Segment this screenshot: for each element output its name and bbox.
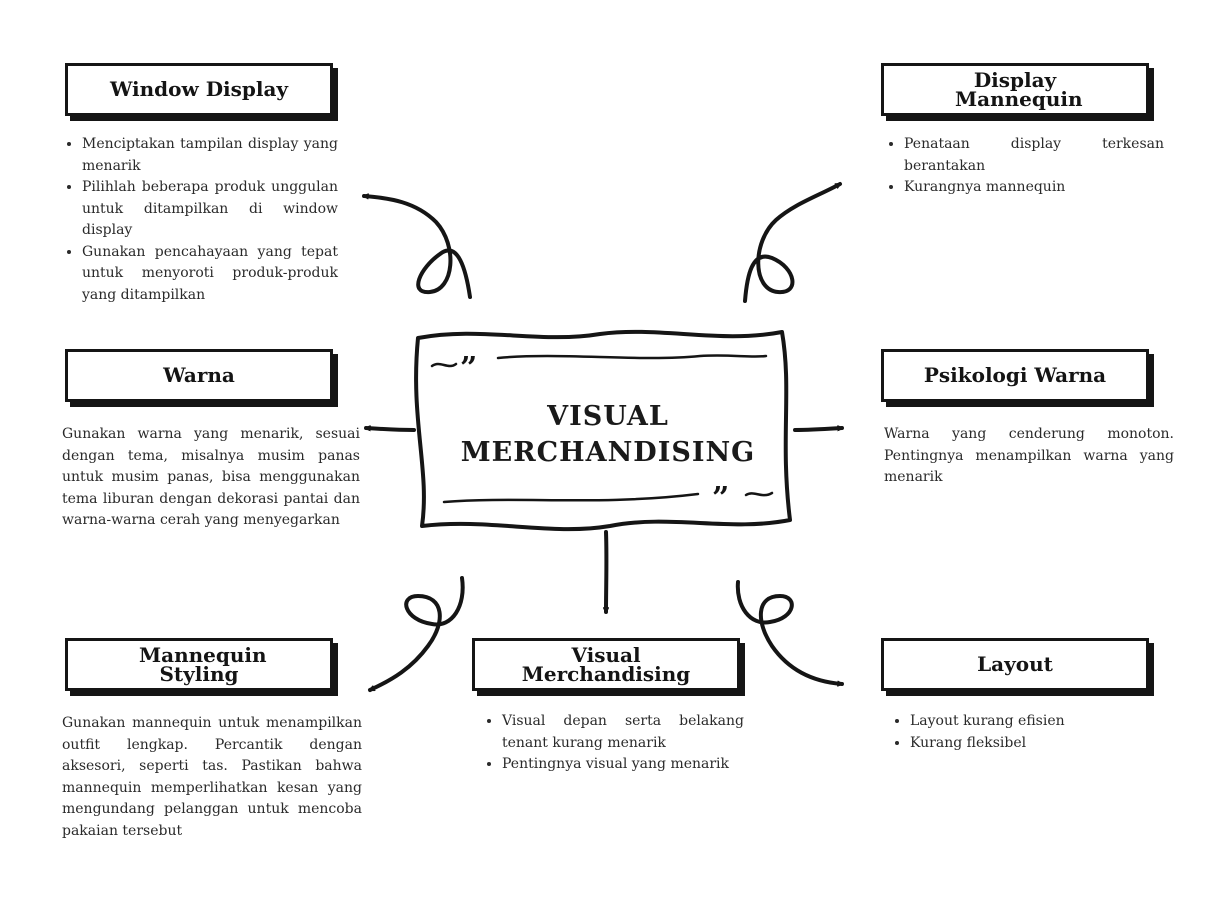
layout-item: Layout kurang efisien [910,711,1160,733]
visual-merchandising-title: Visual Merchandising [521,642,691,686]
layout-title: Layout [977,652,1053,676]
arrow-to-display-mannequin [743,182,842,303]
layout-item: Kurang fleksibel [910,733,1160,755]
mannequin-styling-label: Mannequin Styling [65,638,333,691]
warna-text: Gunakan warna yang menarik, sesuai denga… [62,426,360,528]
display-mannequin-item: Penataan display terkesan berantakan [904,134,1164,177]
display-mannequin-list: Penataan display terkesan berantakan Kur… [884,134,1164,199]
visual-merchandising-item: Pentingnya visual yang menarik [502,754,744,776]
window-display-item: Gunakan pencahayaan yang tepat untuk men… [82,242,338,307]
arrow-to-mannequin-styling [368,576,465,692]
window-display-item: Pilihlah beberapa produk unggulan untuk … [82,177,338,242]
frame-top-line [496,354,768,360]
arrow-to-psikologi-warna [793,428,844,432]
layout-list: Layout kurang efisien Kurang fleksibel [890,711,1160,754]
psikologi-warna-title: Psikologi Warna [923,363,1107,387]
display-mannequin-title: Display Mannequin [955,67,1083,111]
frame-bottom-line-right [744,491,774,497]
arrow-to-warna [364,428,416,432]
visual-merchandising-list: Visual depan serta belakang tenant kuran… [482,711,744,776]
psikologi-warna-text: Warna yang cenderung monoton. Pentingnya… [884,426,1174,485]
window-display-item: Menciptakan tampilan display yang menari… [82,134,338,177]
close-quote-mark: ” [712,481,729,516]
window-display-title: Window Display [109,77,289,101]
window-display-list: Menciptakan tampilan display yang menari… [62,134,338,306]
warna-label: Warna [65,349,333,402]
central-title: VISUAL MERCHANDISING [460,401,756,468]
window-display-label: Window Display [65,63,333,116]
psikologi-warna-label: Psikologi Warna [881,349,1149,402]
visual-merchandising-item: Visual depan serta belakang tenant kuran… [502,711,744,754]
visual-merchandising-label: Visual Merchandising [472,638,740,691]
frame-top-line-left [430,362,458,368]
arrow-to-window-display [362,196,472,299]
mannequin-styling-text: Gunakan mannequin untuk menampilkan outf… [62,715,362,839]
warna-title: Warna [163,363,235,387]
mannequin-styling-title: Mannequin Styling [139,642,267,686]
frame-bottom-line [442,492,700,504]
arrow-to-layout [735,580,844,684]
central-frame [414,329,792,532]
display-mannequin-label: Display Mannequin [881,63,1149,116]
display-mannequin-item: Kurangnya mannequin [904,177,1164,199]
layout-label: Layout [881,638,1149,691]
open-quote-mark: ” [460,351,477,386]
